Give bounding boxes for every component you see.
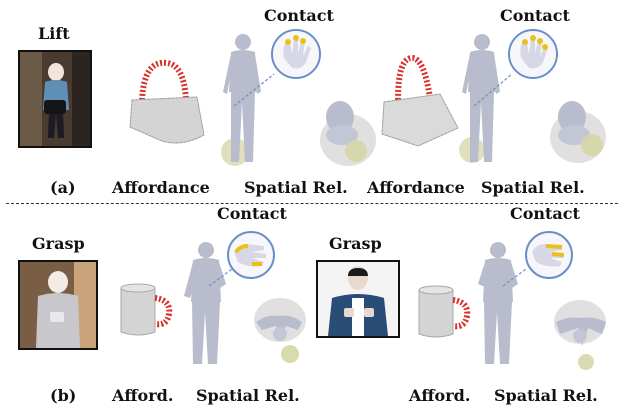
human-body-a1	[221, 34, 261, 166]
human-body-b2	[478, 242, 518, 364]
bag-affordance-left	[129, 59, 205, 144]
spatial-topview-a2	[550, 101, 606, 163]
row-b-tag: (b)	[50, 386, 77, 405]
human-body-b1	[184, 242, 226, 364]
spatial-topview-a1	[320, 101, 376, 166]
contact-pointer-a1	[233, 73, 275, 107]
row-divider	[6, 203, 618, 204]
verb-grasp-label-right: Grasp	[329, 234, 382, 253]
photo-woman-bag-illustration	[20, 52, 90, 146]
spatial-label-a1: Spatial Rel.	[244, 178, 348, 197]
bag-affordance-right	[381, 54, 459, 147]
verb-lift-label: Lift	[38, 24, 70, 43]
contact-hand-a1	[271, 29, 321, 79]
contact-hand-b1	[227, 231, 275, 279]
contact-pointer-a2	[473, 73, 513, 107]
mug-affordance-right	[418, 285, 471, 338]
mug-affordance-left	[120, 283, 173, 336]
contact-label-b2: Contact	[510, 204, 580, 223]
spatial-topview-b2	[554, 300, 606, 370]
contact-hand-a2	[508, 29, 558, 79]
spatial-label-a2: Spatial Rel.	[481, 178, 585, 197]
contact-label-b1: Contact	[217, 204, 287, 223]
afford-label-b2: Afford.	[409, 386, 471, 405]
contact-hand-b2	[525, 231, 573, 279]
contact-label-a2: Contact	[500, 6, 570, 25]
afford-label-b1: Afford.	[112, 386, 174, 405]
photo-man-mug-left	[18, 260, 98, 350]
contact-pointer-b1	[208, 268, 233, 287]
spatial-label-b1: Spatial Rel.	[196, 386, 300, 405]
spatial-label-b2: Spatial Rel.	[494, 386, 598, 405]
contact-label-a1: Contact	[264, 6, 334, 25]
spatial-topview-b1	[254, 298, 306, 363]
photo-man-mug-right	[316, 260, 400, 338]
photo-man-mug-left-illustration	[20, 262, 96, 348]
verb-grasp-label-left: Grasp	[32, 234, 85, 253]
affordance-label-a2: Affordance	[367, 178, 465, 197]
photo-man-mug-right-illustration	[318, 262, 398, 336]
photo-woman-bag	[18, 50, 92, 148]
contact-pointer-b2	[502, 268, 527, 287]
row-a-tag: (a)	[50, 178, 76, 197]
human-body-a2	[459, 34, 500, 163]
affordance-label-a1: Affordance	[112, 178, 210, 197]
